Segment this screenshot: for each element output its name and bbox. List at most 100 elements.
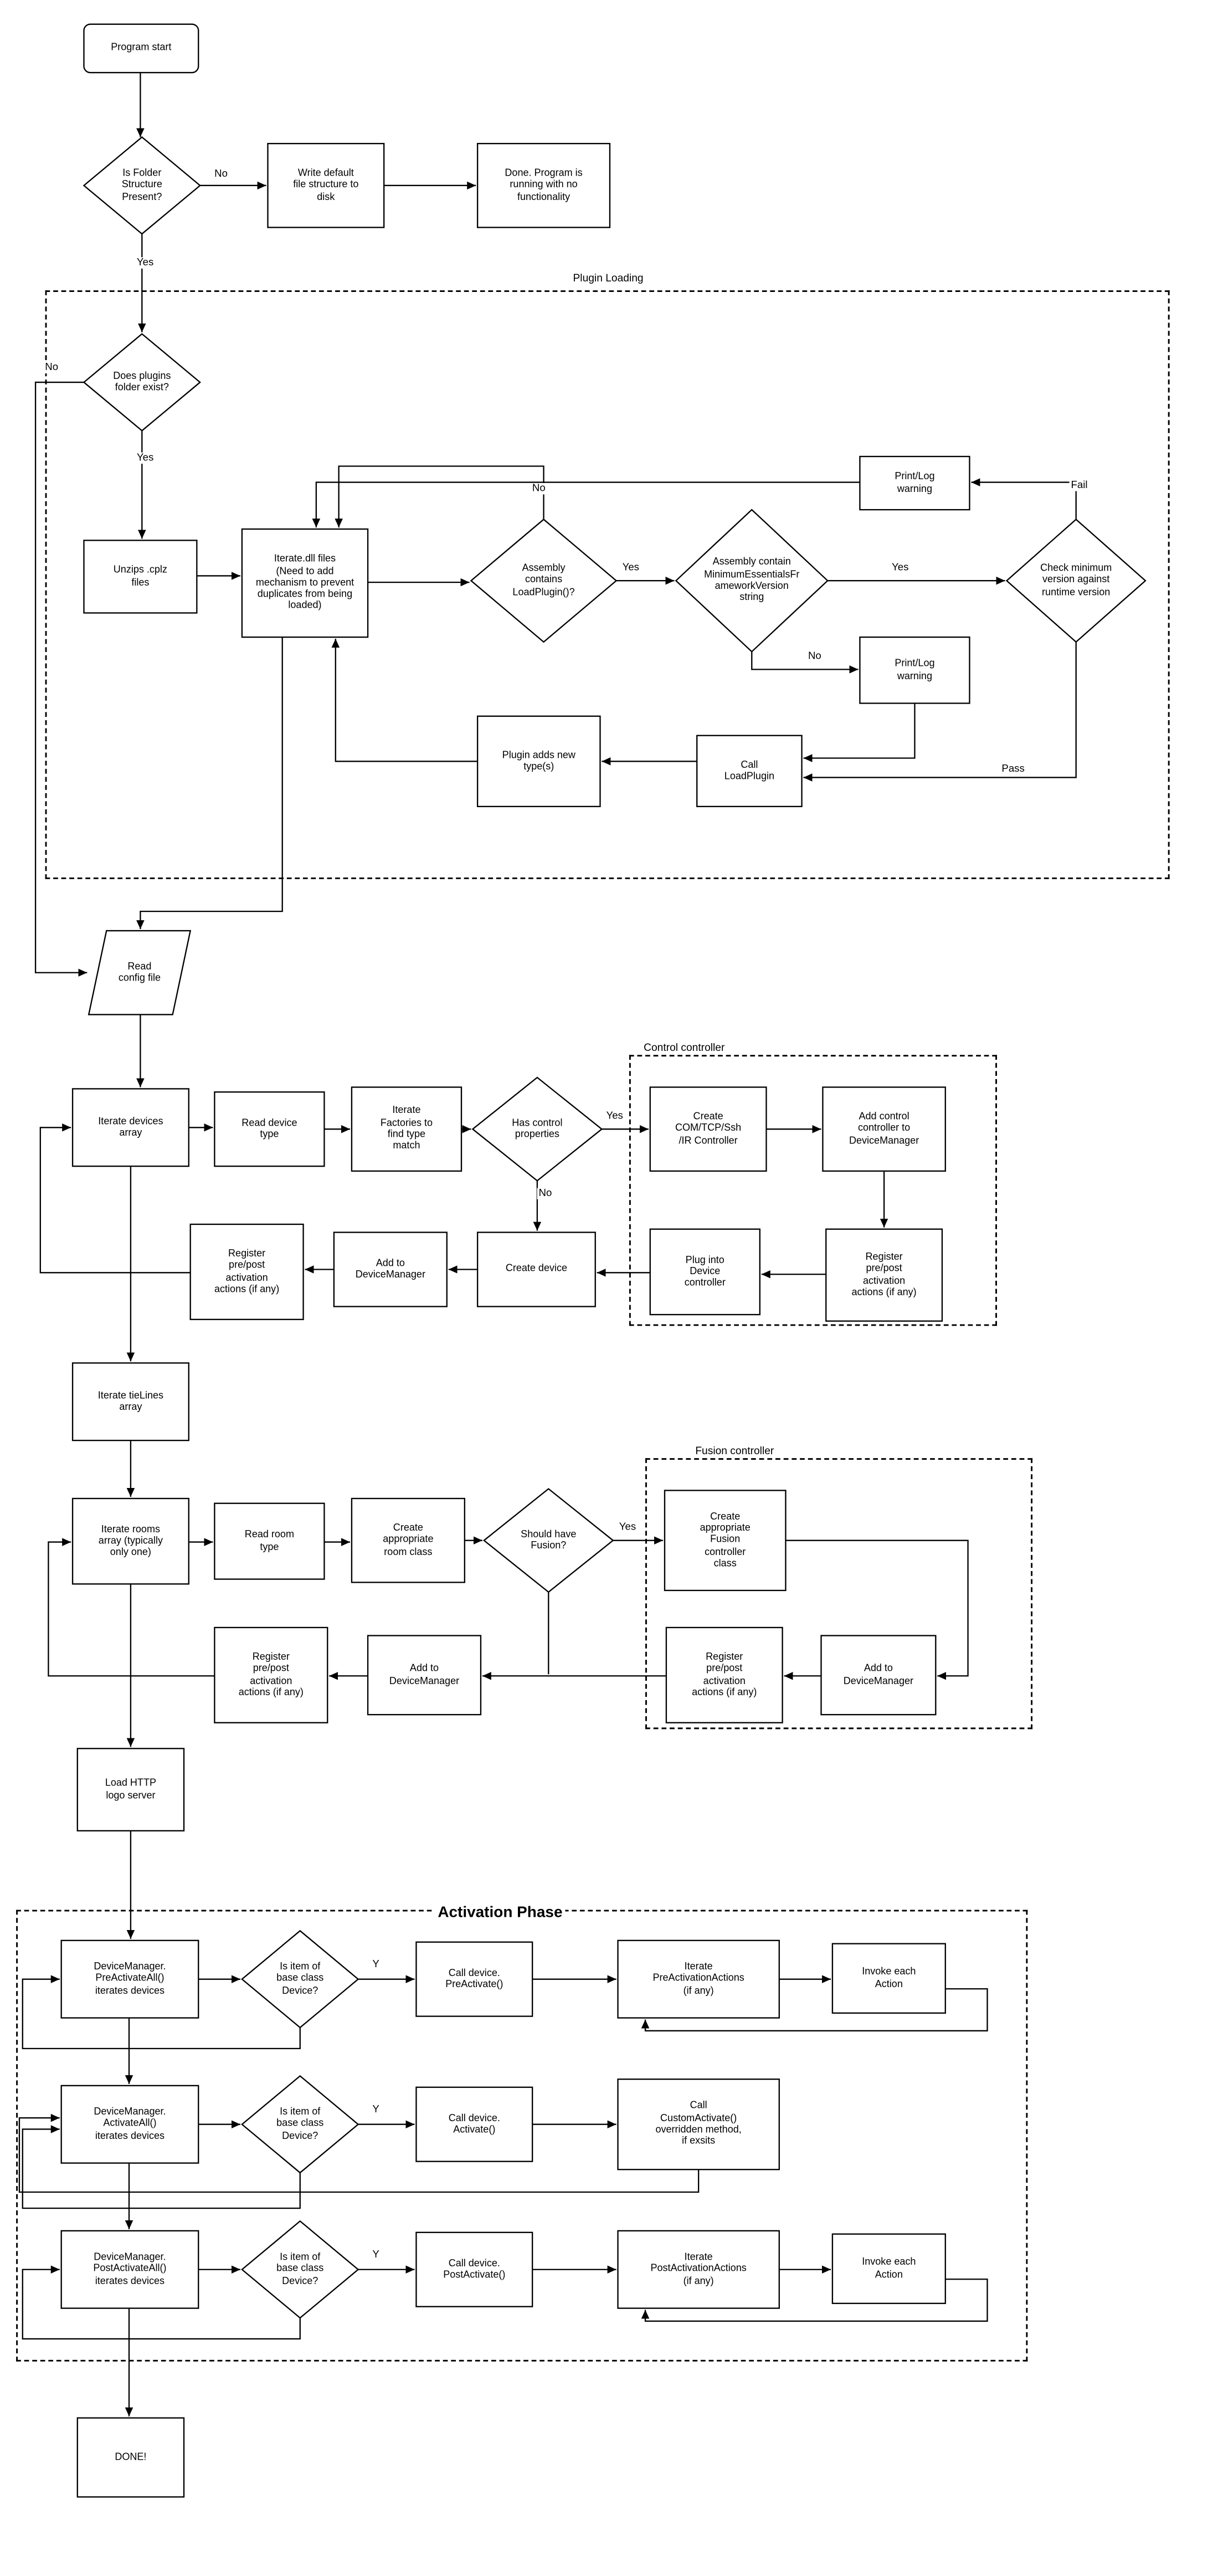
edge-label-y2: Y — [371, 2104, 381, 2116]
edge-label-yes5: Yes — [604, 1110, 625, 1122]
node-printlog-warning-1: Print/Log warning — [895, 471, 935, 495]
shape-register-fusion-actions — [665, 1626, 783, 1723]
node-assembly-loadplugin: Assembly contains LoadPlugin()? — [512, 563, 575, 598]
shape-read-device-type — [214, 1091, 325, 1167]
shape-done — [76, 2417, 185, 2498]
edge-label-yes4: Yes — [890, 562, 911, 574]
shape-read-room-type — [214, 1502, 325, 1580]
edge-label-no5: No — [537, 1188, 554, 1199]
node-plugin-adds-types: Plugin adds new type(s) — [502, 750, 575, 773]
node-iterate-dll: Iterate.dll files (Need to add mechanism… — [255, 553, 354, 612]
edge-label-no4: No — [806, 650, 823, 663]
shape-register-room-actions — [214, 1626, 328, 1723]
shape-is-base-class-2 — [241, 2075, 359, 2174]
shape-program-start — [83, 23, 199, 74]
edge-label-yes3: Yes — [620, 562, 641, 574]
shape-iterate-factories — [351, 1086, 462, 1172]
node-call-activate: Call device. Activate() — [448, 2112, 500, 2136]
node-unzips-cplz: Unzips .cplz files — [113, 565, 167, 588]
node-is-base-class-3: Is item of base class Device? — [276, 2251, 324, 2287]
shape-plug-into-device — [649, 1228, 760, 1316]
fusion-controller-container — [645, 1458, 1033, 1730]
shape-call-loadplugin — [696, 735, 803, 808]
node-printlog-warning-2: Print/Log warning — [895, 658, 935, 682]
node-check-min-version: Check minimum version against runtime ve… — [1040, 563, 1112, 598]
node-create-room-class: Create appropriate room class — [383, 1522, 434, 1558]
node-invoke-action-2: Invoke each Action — [862, 2257, 916, 2280]
shape-add-to-dm-fusion — [820, 1635, 937, 1716]
shape-plugins-folder-exist — [83, 333, 201, 432]
shape-has-control-props — [471, 1076, 603, 1182]
shape-should-have-fusion — [482, 1488, 614, 1593]
shape-load-http-logo — [76, 1748, 185, 1831]
node-load-http-logo: Load HTTP logo server — [105, 1778, 156, 1801]
shape-create-fusion — [664, 1490, 787, 1592]
node-add-to-dm-room: Add to DeviceManager — [389, 1663, 460, 1687]
node-is-folder-structure: Is Folder Structure Present? — [121, 167, 162, 203]
plugin-loading-container — [45, 290, 1170, 879]
node-create-fusion: Create appropriate Fusion controller cla… — [700, 1511, 751, 1569]
shape-register-device-actions — [189, 1223, 304, 1320]
shape-call-activate — [415, 2086, 533, 2162]
edge-label-no1: No — [213, 168, 229, 180]
node-read-config: Read config file — [118, 961, 161, 984]
shape-printlog-warning-2 — [859, 636, 970, 704]
node-done-no-functionality: Done. Program is running with no functio… — [505, 167, 583, 203]
control-controller-container — [629, 1055, 997, 1326]
edge-label-y1: Y — [371, 1959, 381, 1971]
node-assembly-minimum: Assembly contain MinimumEssentialsFr ame… — [704, 557, 800, 604]
node-call-preactivate: Call device. PreActivate() — [445, 1967, 503, 1991]
shape-iterate-dll — [241, 528, 369, 638]
shape-create-com-controller — [649, 1086, 767, 1172]
node-iterate-factories: Iterate Factories to find type match — [380, 1105, 433, 1152]
shape-assembly-minimum — [675, 509, 829, 653]
shape-dm-preactivate — [60, 1939, 199, 2019]
shape-is-folder-structure — [83, 136, 201, 235]
node-is-base-class-1: Is item of base class Device? — [276, 1961, 324, 1997]
node-iterate-rooms: Iterate rooms array (typically only one) — [98, 1523, 163, 1559]
shape-add-control-controller — [822, 1086, 946, 1172]
shape-done-no-functionality — [476, 142, 611, 228]
node-iterate-tielines: Iterate tieLines array — [97, 1389, 164, 1413]
shape-call-postactivate — [415, 2231, 533, 2307]
node-should-have-fusion: Should have Fusion? — [521, 1528, 577, 1552]
node-iterate-preactions: Iterate PreActivationActions (if any) — [652, 1961, 744, 1997]
node-read-device-type: Read device type — [241, 1117, 297, 1141]
shape-check-min-version — [1005, 519, 1147, 643]
shape-unzips-cplz — [83, 540, 198, 614]
shape-printlog-warning-1 — [859, 455, 970, 511]
node-dm-postactivate: DeviceManager. PostActivateAll() iterate… — [93, 2251, 167, 2287]
node-call-postactivate: Call device. PostActivate() — [443, 2257, 506, 2281]
shape-is-base-class-1 — [241, 1930, 359, 2029]
node-plugins-folder-exist: Does plugins folder exist? — [113, 370, 171, 394]
shape-iterate-rooms — [71, 1497, 189, 1585]
fusion-controller-label: Fusion controller — [692, 1446, 778, 1458]
shape-dm-activate — [60, 2085, 199, 2164]
shape-read-config — [88, 930, 192, 1015]
shape-create-room-class — [351, 1497, 465, 1583]
node-dm-preactivate: DeviceManager. PreActivateAll() iterates… — [94, 1961, 166, 1997]
shape-iterate-devices — [71, 1088, 189, 1167]
edge-label-fail: Fail — [1069, 480, 1089, 491]
node-is-base-class-2: Is item of base class Device? — [276, 2106, 324, 2142]
node-invoke-action-1: Invoke each Action — [862, 1966, 916, 1990]
activation-phase-title: Activation Phase — [434, 1904, 566, 1922]
edge-label-yes2: Yes — [135, 452, 156, 464]
shape-iterate-postactions — [617, 2230, 780, 2309]
node-register-fusion-actions: Register pre/post activation actions (if… — [692, 1651, 757, 1698]
node-dm-activate: DeviceManager. ActivateAll() iterates de… — [94, 2106, 166, 2142]
node-iterate-devices: Iterate devices array — [98, 1115, 163, 1139]
shape-dm-postactivate — [60, 2230, 199, 2309]
node-done: DONE! — [115, 2451, 147, 2463]
plugin-loading-label: Plugin Loading — [569, 273, 647, 285]
control-controller-label: Control controller — [640, 1043, 728, 1054]
shape-invoke-action-1 — [831, 1943, 946, 2014]
edge-label-y3: Y — [371, 2249, 381, 2261]
node-read-room-type: Read room type — [244, 1529, 294, 1553]
edge-label-no2: No — [43, 362, 60, 374]
shape-call-custom-activate — [617, 2079, 780, 2170]
node-write-default: Write default file structure to disk — [293, 167, 359, 203]
node-register-room-actions: Register pre/post activation actions (if… — [238, 1651, 304, 1698]
